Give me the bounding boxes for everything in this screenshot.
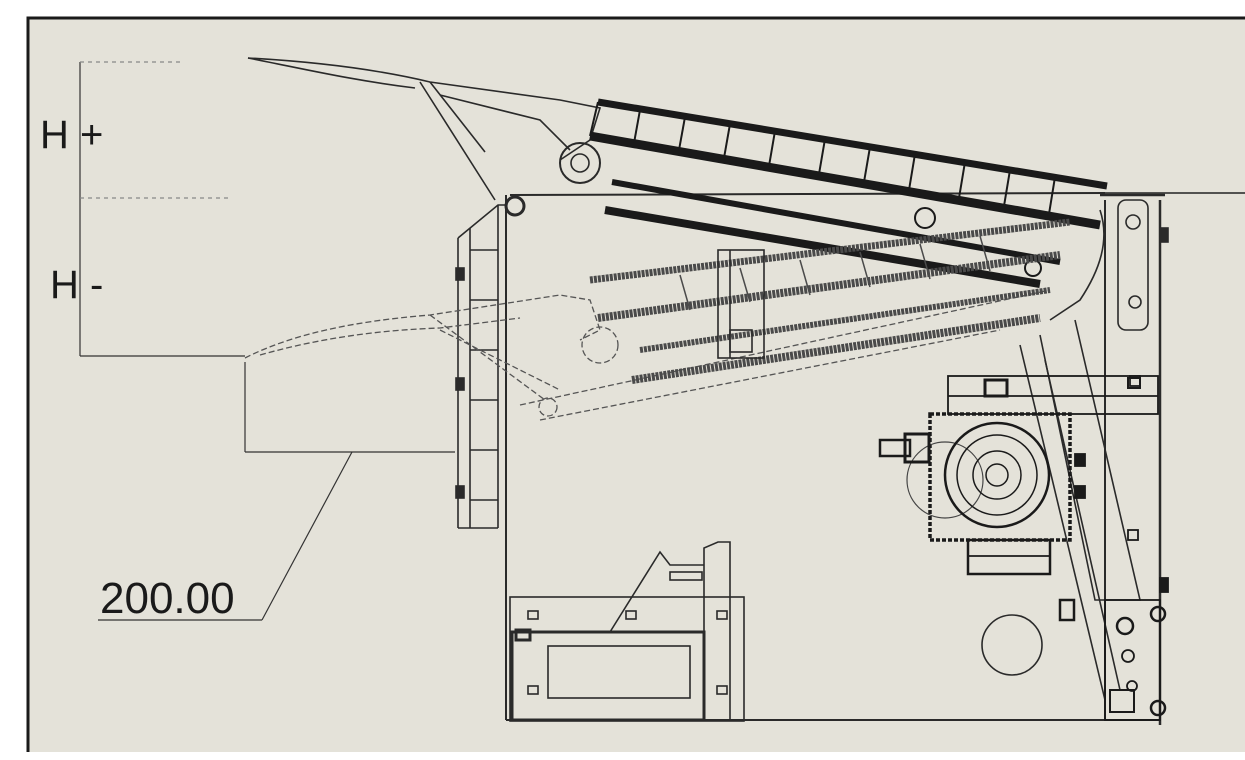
height-dimension bbox=[79, 61, 245, 357]
right-linkage bbox=[1019, 199, 1169, 701]
dimension-value: 200.00 bbox=[100, 574, 235, 623]
right-fasteners bbox=[1058, 375, 1169, 721]
sheet-border bbox=[26, 16, 1245, 752]
round-port bbox=[981, 614, 1043, 676]
lower-arm-lowered bbox=[244, 289, 1051, 421]
upper-beam bbox=[589, 98, 1108, 288]
motor-unit bbox=[878, 375, 1159, 576]
middle-bracket bbox=[717, 249, 765, 359]
upper-arm-raised bbox=[247, 57, 602, 201]
lower-label: H - bbox=[50, 263, 103, 307]
raise-label: H + bbox=[40, 113, 103, 157]
width-dimension bbox=[98, 362, 455, 621]
control-box bbox=[509, 541, 745, 722]
left-ladder-frame bbox=[455, 195, 526, 529]
lower-beam bbox=[589, 218, 1071, 384]
